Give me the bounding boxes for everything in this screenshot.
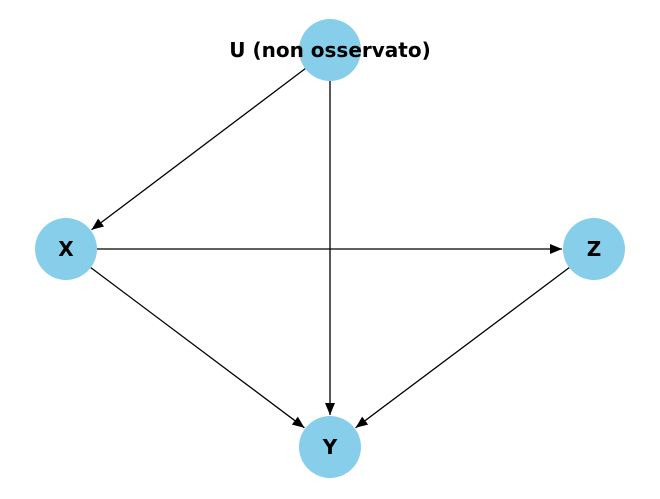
node-label-x: X (58, 237, 74, 261)
node-x (35, 218, 97, 280)
edges-layer (90, 68, 570, 429)
node-z (563, 218, 625, 280)
nodes-layer (35, 19, 625, 478)
node-u (299, 19, 361, 81)
edge-z-to-y (355, 267, 570, 429)
edge-x-to-y (90, 267, 305, 429)
node-label-u: U (non osservato) (229, 38, 430, 62)
labels-layer: U (non osservato) X Z Y (58, 38, 601, 459)
node-label-y: Y (322, 435, 338, 459)
node-label-z: Z (587, 237, 602, 261)
node-y (299, 416, 361, 478)
edge-u-to-x (91, 68, 306, 231)
